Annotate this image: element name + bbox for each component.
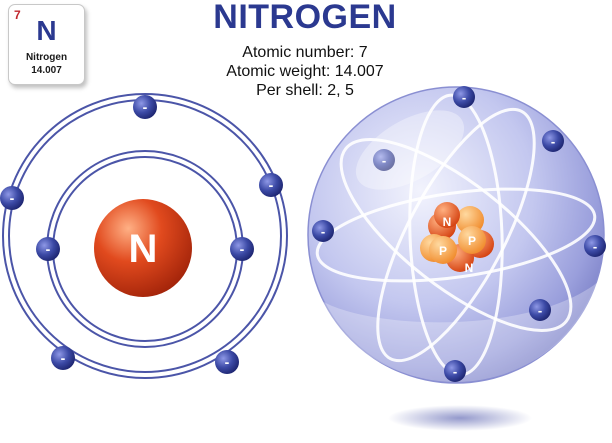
element-tile: 7 N Nitrogen 14.007 [8,4,85,85]
svg-text:-: - [453,364,457,379]
sphere-model: N P P N - - - - - - [307,86,606,431]
tile-element-name: Nitrogen [25,52,68,63]
electron: - [230,237,254,261]
nucleon-label: N [443,215,452,229]
electron: - [312,220,334,242]
per-shell-text: Per shell: 2, 5 [256,82,354,99]
svg-text:-: - [61,350,66,366]
electron: - [529,299,551,321]
svg-text:-: - [240,241,245,257]
electron: - [444,360,466,382]
electron: - [215,350,239,374]
svg-text:-: - [382,153,386,168]
svg-text:-: - [269,177,274,193]
atomic-number-text: Atomic number: 7 [242,44,368,61]
nucleus-symbol: N [129,227,158,271]
electron: - [36,237,60,261]
svg-text:-: - [10,190,15,206]
nucleon-label: P [468,234,476,248]
svg-text:-: - [551,134,555,149]
nucleon-label: N [465,261,474,275]
electron: - [542,130,564,152]
svg-text:-: - [143,99,148,115]
svg-text:-: - [593,239,597,254]
tile-atomic-number: 7 [14,8,21,22]
electron: - [373,149,395,171]
electron: - [584,235,606,257]
svg-text:-: - [462,90,466,105]
tile-atomic-weight: 14.007 [31,65,62,76]
page-title: NITROGEN [213,0,397,36]
tile-symbol: N [36,15,57,46]
sphere-shadow [388,405,532,431]
nucleus: N [94,199,192,297]
electron: - [453,86,475,108]
electron: - [0,186,24,210]
electron: - [51,346,75,370]
svg-text:-: - [46,241,51,257]
svg-text:-: - [538,303,542,318]
sphere-nucleus: N P P N [420,202,494,275]
electron: - [259,173,283,197]
svg-text:-: - [321,224,325,239]
bohr-model: N - - - - - - - [0,93,288,379]
nucleon-label: P [439,244,447,258]
electron: - [133,95,157,119]
atomic-weight-text: Atomic weight: 14.007 [226,63,384,80]
svg-text:-: - [225,354,230,370]
